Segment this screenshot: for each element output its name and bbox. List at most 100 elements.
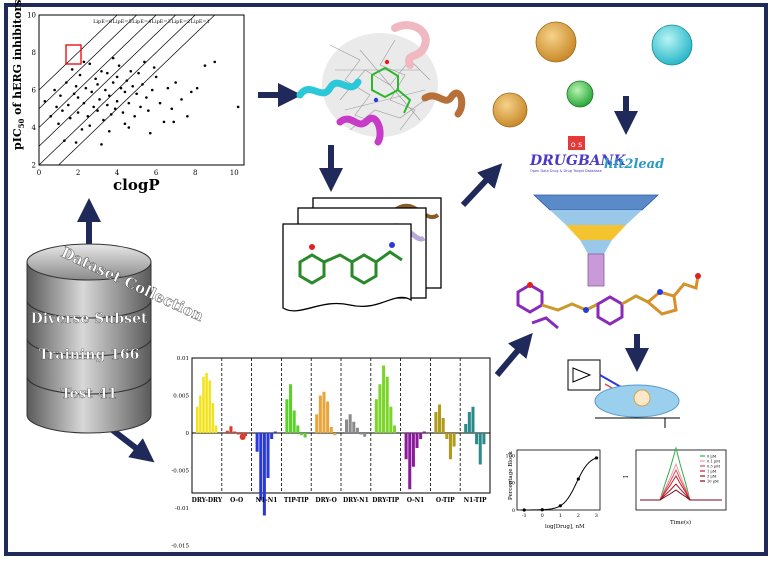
bar-category-label: TIP-TIP [284,497,309,504]
scatter-y-label: pIC50 of hERG inhibitors [11,0,26,150]
osm-logo [568,136,585,150]
pharmacophore-spheres [492,21,693,128]
scatter-point [106,103,109,107]
bar [385,376,389,433]
scatter-point [174,81,177,84]
scatter-point [133,114,136,118]
hit2lead-logo: hit2lead [604,157,664,172]
funnel-neck [580,240,612,254]
bar [273,431,277,433]
scatter-point [61,109,64,112]
bar [299,433,303,436]
bar [438,404,442,433]
scatter-y-tick: 10 [27,12,36,20]
bar [363,433,367,437]
scatter-point [143,60,146,64]
scatter-y-tick: 8 [32,49,36,57]
scatter-x-tick: 2 [76,169,80,177]
trace-y-label: I [623,475,630,478]
scatter-point [63,139,66,142]
scatter-point [96,83,99,86]
funnel-spout [587,253,605,287]
patch-clamp-schematic [567,359,680,428]
bar [205,373,208,433]
sigmoid-y-tick: 0 [512,508,515,514]
bar [448,433,452,460]
lipe-label: LipE=4 [132,19,151,25]
sphere-cyan [651,24,693,66]
funnel-lower [566,225,626,240]
scatter-point [166,86,170,90]
sphere-hydrophobic-1 [535,21,577,63]
scatter-point [55,105,58,109]
funnel-top [532,194,660,211]
database-logos: o s DRUGBANK Open Data Drug & Drug Targe… [529,136,664,173]
scatter-point [106,71,109,75]
bar [345,419,349,433]
bar [255,433,259,452]
bar-y-tick: -0.01 [175,506,189,512]
scatter-point [49,114,53,118]
lipe-label: LipE=2 [171,19,190,25]
scatter-point [125,79,129,82]
bar [303,433,307,438]
scatter-point [68,116,72,120]
bar [243,433,247,436]
scatter-point [186,114,189,118]
scatter-point [150,88,154,92]
scatter-point [80,128,84,131]
scatter-point [152,66,156,69]
scatter-point [162,120,166,124]
lead-molecule [516,273,701,330]
bar [355,427,359,433]
database-subtitle: Open Data Drug & Drug Target Database [530,169,602,173]
scatter-point [147,109,150,112]
bar [348,414,352,433]
legend-label: 10 μM [707,480,719,484]
sigmoid-x-tick: 3 [595,513,598,519]
legend-label: 0 μM [707,455,717,459]
scatter-point [53,88,56,92]
scatter-point [145,96,148,99]
scatter-x-tick: 6 [154,169,159,177]
legend-label: 1 μM [707,470,717,474]
scatter-point [141,83,144,86]
scatter-point [72,92,76,96]
svg-text:o s: o s [571,140,583,149]
bar-category-label: O-N1 [407,497,425,504]
scatter-point [90,90,94,94]
scatter-point [86,114,90,118]
sigmoid-y-tick: 50 [509,481,515,487]
lipe-line [38,14,118,91]
scatter-point [127,101,131,105]
bar [270,433,274,439]
scatter-point [96,109,99,112]
scatter-point [94,77,97,81]
bar-y-tick: 0.01 [177,356,189,362]
lipe-line [38,14,137,110]
scatter-point [119,86,123,90]
bar [315,414,319,433]
scatter-point [76,111,80,114]
scatter-x-tick: 8 [193,169,197,177]
bar-y-tick: -0.005 [171,469,189,475]
funnel-middle [550,210,642,225]
scatter-point [92,105,95,109]
scatter-point [123,90,127,94]
scatter-point [203,64,207,67]
cell [633,389,651,407]
bar [296,425,300,433]
scatter-x-label: clogP [113,176,160,194]
bar [285,399,289,433]
bar [233,431,237,433]
bar [411,433,415,467]
bar [329,427,333,433]
bar-y-tick: 0 [186,431,190,437]
bar [262,433,266,516]
sphere-hydrophobic-2 [492,92,528,128]
bar [229,426,233,433]
legend-label: 0.3 μM [707,465,720,469]
bar-category-label: DRY-TIP [372,497,399,504]
scatter-x-tick: 4 [115,169,120,177]
